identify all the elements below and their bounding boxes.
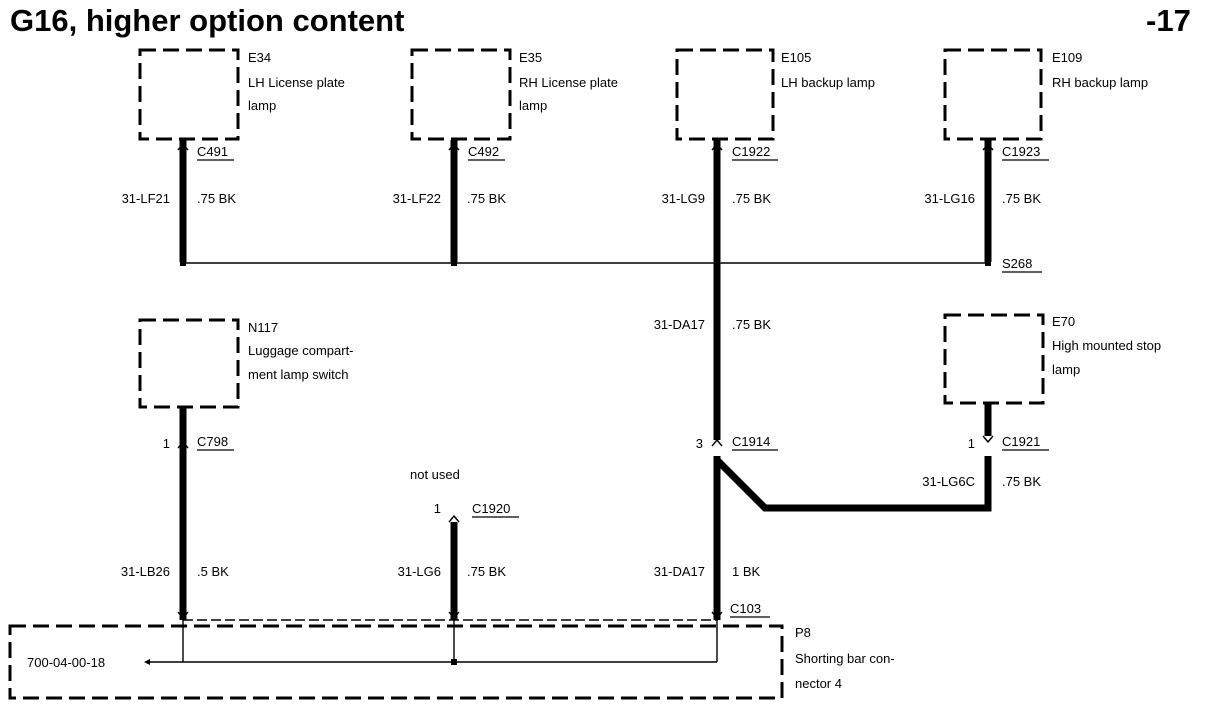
connector-c798-arrow <box>177 440 189 449</box>
e34-id: E34 <box>248 50 271 65</box>
splice-node <box>451 260 457 266</box>
wire-31-lf22-spec: .75 BK <box>467 191 506 206</box>
e105-component-box <box>675 48 775 141</box>
e35-desc-line1: RH License plate <box>519 75 618 90</box>
wire-31-lb26-label: 31-LB26 <box>121 564 170 579</box>
e105-desc-line1: LH backup lamp <box>781 75 875 90</box>
wire-31-lg16-label: 31-LG16 <box>924 191 975 206</box>
trunk-wire-spec: .75 BK <box>732 317 771 332</box>
wire-31-lg6c-label: 31-LG6C <box>922 474 975 489</box>
e34-component-box <box>138 48 240 141</box>
c103-wire-label: 31-DA17 <box>654 564 705 579</box>
wire-31-lf21-label: 31-LF21 <box>122 191 170 206</box>
connector-c103-arrow <box>711 611 723 620</box>
connector-c1914-arrow <box>711 438 723 447</box>
n117-desc-line2: ment lamp switch <box>248 367 348 382</box>
e70-desc-line2: lamp <box>1052 362 1080 377</box>
wire-31-lg9-spec: .75 BK <box>732 191 771 206</box>
p8-desc-line1: Shorting bar con- <box>795 651 895 666</box>
wire-31-lg6c-spec: .75 BK <box>1002 474 1041 489</box>
e70-desc-line1: High mounted stop <box>1052 338 1161 353</box>
connector-c491-arrow <box>177 142 189 151</box>
c1921-label: C1921 <box>1002 434 1040 449</box>
wire-31-lg6c <box>714 456 992 512</box>
wire-31-lf21-spec: .75 BK <box>197 191 236 206</box>
c1921-pin: 1 <box>968 436 975 451</box>
splice-node <box>180 260 186 266</box>
p8-component-box <box>8 624 784 700</box>
wire-31-lg16-spec: .75 BK <box>1002 191 1041 206</box>
p8-connector-arrow <box>448 611 460 620</box>
c103-wire-spec: 1 BK <box>732 564 761 579</box>
c1920-pin: 1 <box>434 501 441 516</box>
e70-component-box <box>943 313 1045 405</box>
e35-id: E35 <box>519 50 542 65</box>
wire-31-lg6-spec: .75 BK <box>467 564 506 579</box>
splice-s268-label: S268 <box>1002 256 1032 271</box>
e34-desc-line1: LH License plate <box>248 75 345 90</box>
c491-label: C491 <box>197 144 228 159</box>
wire-31-lg6-label: 31-LG6 <box>398 564 441 579</box>
e35-component-box <box>410 48 512 141</box>
connector-c492-arrow <box>448 142 460 151</box>
c103-label: C103 <box>730 601 761 616</box>
e34-desc-line2: lamp <box>248 98 276 113</box>
p8-id: P8 <box>795 625 811 640</box>
trunk-wire-label: 31-DA17 <box>654 317 705 332</box>
connector-c1921-arrow <box>982 435 994 444</box>
splice-node <box>985 260 991 266</box>
connector-c1920-arrow <box>448 514 460 523</box>
connector-c1922-arrow <box>711 142 723 151</box>
page-title: G16, higher option content <box>10 3 404 38</box>
e109-desc-line1: RH backup lamp <box>1052 75 1148 90</box>
ground-reference-arrow <box>144 659 150 665</box>
wire-31-lb26-spec: .5 BK <box>197 564 229 579</box>
e70-id: E70 <box>1052 314 1075 329</box>
c1923-label: C1923 <box>1002 144 1040 159</box>
wire-31-lf22-label: 31-LF22 <box>393 191 441 206</box>
wire-31-lg9-label: 31-LG9 <box>662 191 705 206</box>
c1920-not-used: not used <box>410 467 460 482</box>
e109-id: E109 <box>1052 50 1082 65</box>
page-reference: -17 <box>1146 3 1191 38</box>
n117-component-box <box>138 318 240 409</box>
e109-component-box <box>943 48 1043 141</box>
c492-label: C492 <box>468 144 499 159</box>
c1922-label: C1922 <box>732 144 770 159</box>
c798-pin: 1 <box>163 436 170 451</box>
c1920-label: C1920 <box>472 501 510 516</box>
e105-id: E105 <box>781 50 811 65</box>
p8-bus-node <box>451 659 457 665</box>
ground-reference-label: 700-04-00-18 <box>27 655 105 670</box>
c798-label: C798 <box>197 434 228 449</box>
connector-c1923-arrow <box>982 142 994 151</box>
n117-id: N117 <box>248 320 278 335</box>
p8-connector-arrow <box>177 611 189 620</box>
p8-desc-line2: nector 4 <box>795 676 842 691</box>
c1914-pin: 3 <box>696 436 703 451</box>
c1914-label: C1914 <box>732 434 770 449</box>
n117-desc-line1: Luggage compart- <box>248 343 354 358</box>
e35-desc-line2: lamp <box>519 98 547 113</box>
